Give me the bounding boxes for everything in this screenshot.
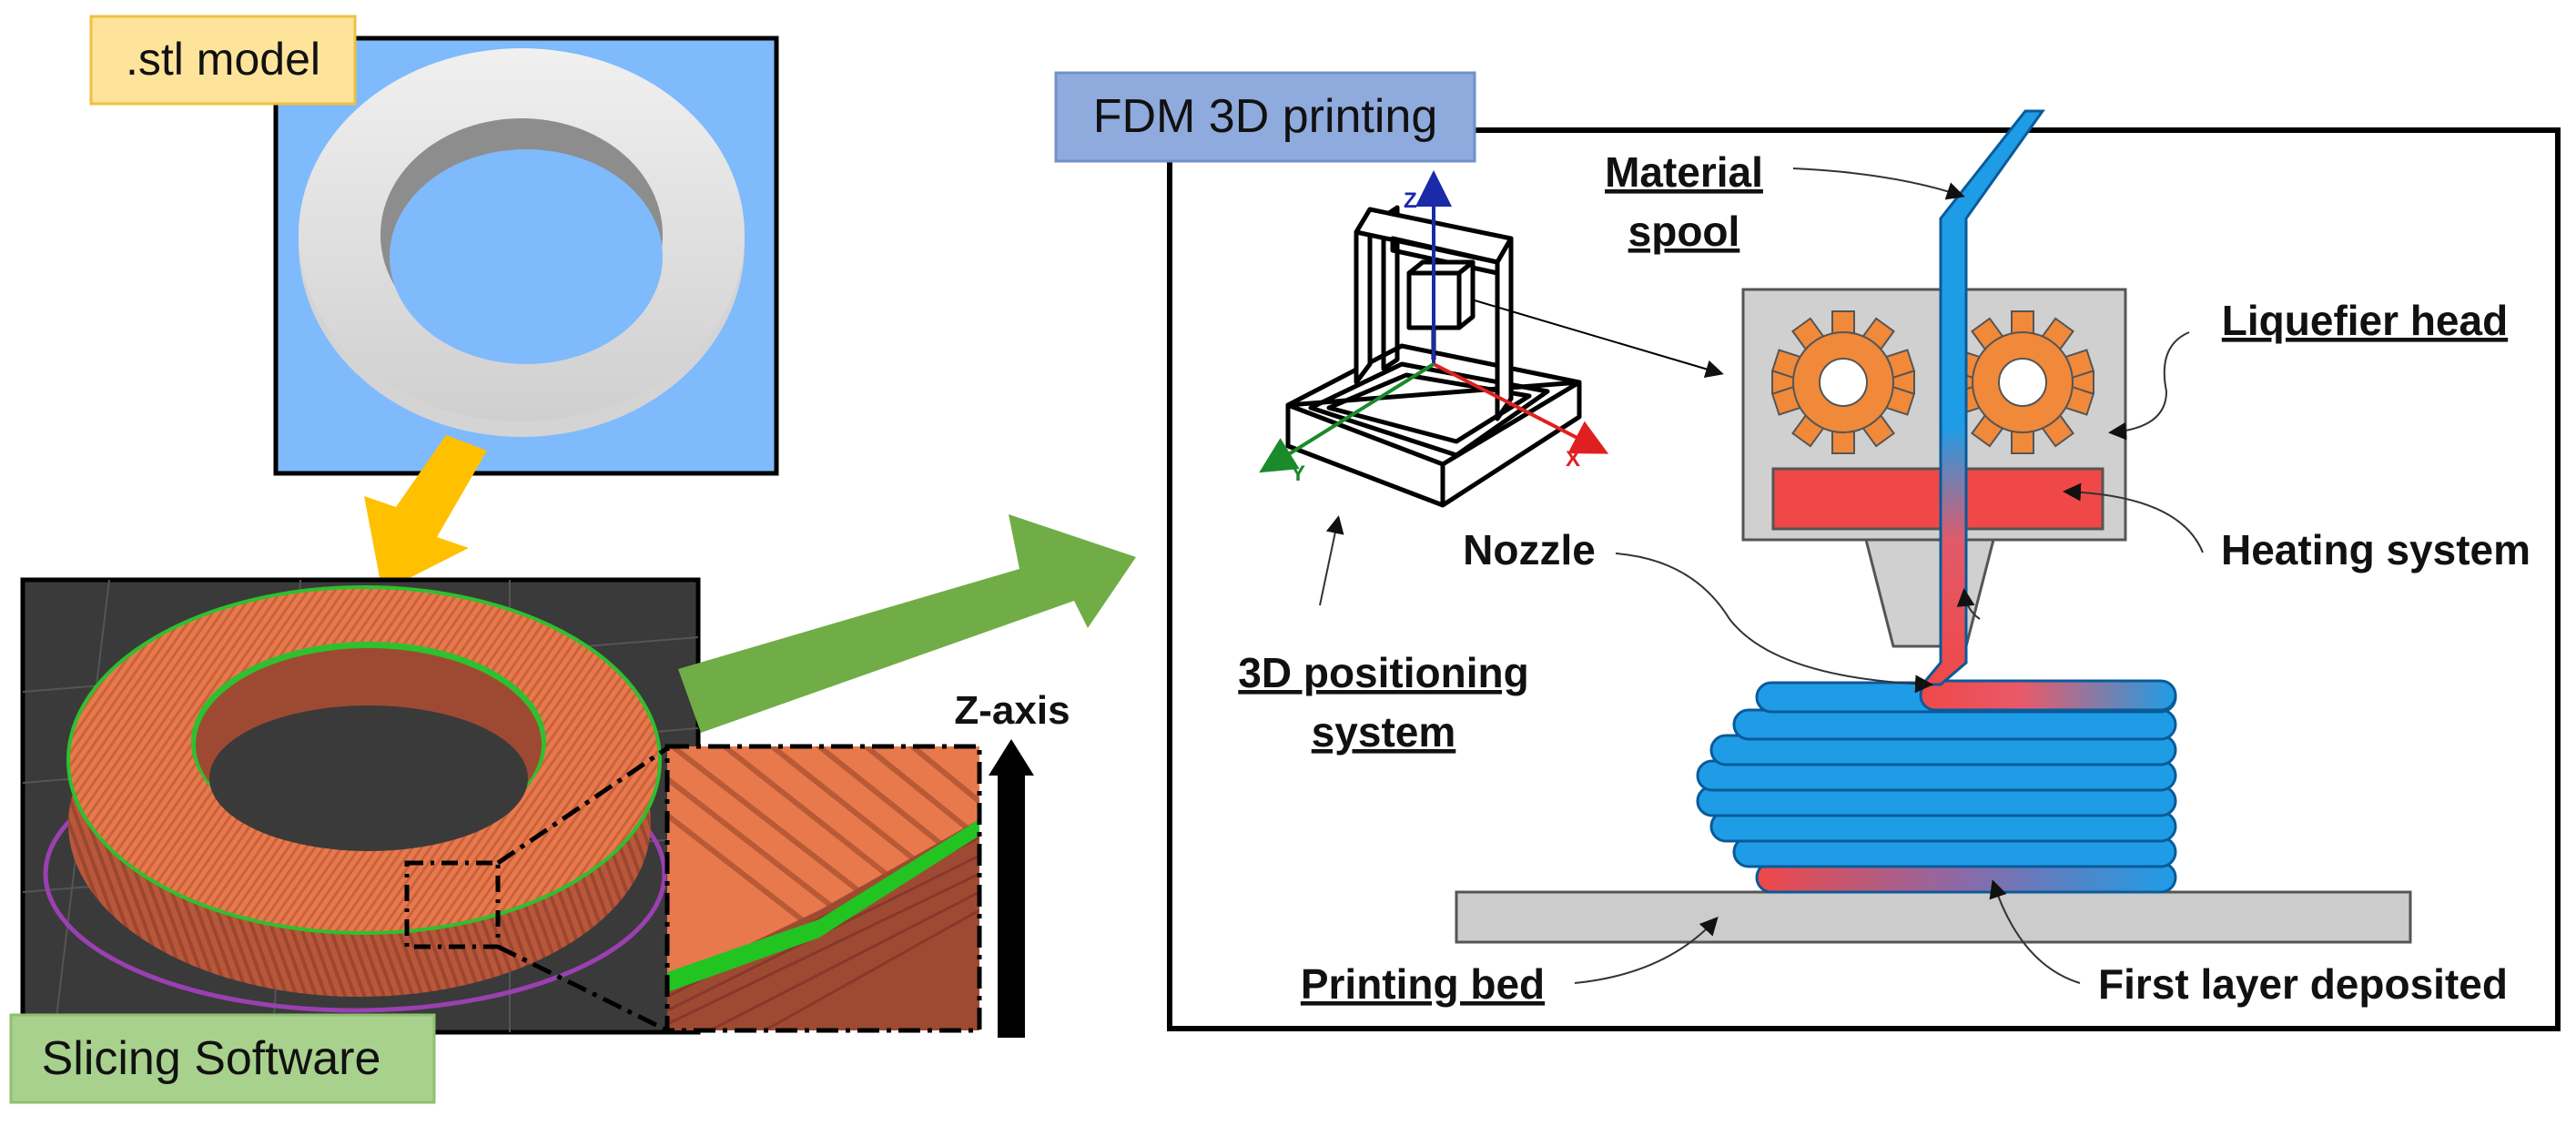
slicing-label-box: Slicing Software	[9, 1013, 436, 1104]
nozzle-pointer-2	[1956, 588, 1981, 620]
gear-left	[1770, 310, 1916, 454]
axis-z-label: Z	[1404, 188, 1417, 213]
material-spool-label-2: spool	[1628, 208, 1740, 255]
material-pointer	[1792, 167, 1965, 200]
printing-bed-label: Printing bed	[1301, 960, 1545, 1008]
printer-axes	[1259, 170, 1609, 473]
first-layer-label: First layer deposited	[2098, 960, 2508, 1008]
head-pointer-line	[1474, 299, 1724, 379]
liquefier-pointer	[2108, 331, 2190, 441]
slicing-label: Slicing Software	[42, 1032, 381, 1085]
z-axis-arrow: Z-axis	[954, 688, 1070, 1038]
bed-pointer	[1574, 917, 1719, 984]
stl-label-box: .stl model	[89, 15, 357, 106]
positioning-pointer	[1319, 515, 1344, 606]
filament	[1919, 109, 2045, 686]
positioning-label-2: system	[1312, 708, 1456, 756]
heating-pointer	[2063, 482, 2204, 553]
printer-sketch	[1285, 205, 1582, 508]
deposited-layers	[1696, 679, 2177, 894]
fdm-label-box: FDM 3D printing	[1054, 71, 1476, 163]
gear-right	[1950, 310, 2095, 454]
green-arrow	[678, 514, 1136, 733]
liquefier-head-label: Liquefier head	[2222, 297, 2508, 344]
heating-system-label: Heating system	[2221, 526, 2530, 573]
fdm-label: FDM 3D printing	[1093, 90, 1438, 143]
slicing-software-panel	[20, 577, 701, 1035]
heating-bar	[1771, 467, 2104, 531]
first-layer-pointer	[1989, 879, 2081, 984]
nozzle-label: Nozzle	[1463, 526, 1596, 573]
positioning-label-1: 3D positioning	[1238, 649, 1528, 696]
zoom-inset	[664, 744, 982, 1033]
stl-label: .stl model	[126, 34, 320, 85]
stl-model-panel	[273, 36, 779, 476]
z-axis-label: Z-axis	[954, 688, 1070, 733]
axis-y-label: Y	[1291, 462, 1305, 486]
yellow-arrow	[364, 435, 487, 592]
material-spool-label-1: Material	[1605, 148, 1763, 196]
axis-x-label: X	[1566, 447, 1580, 472]
printing-bed	[1455, 890, 2412, 944]
nozzle-pointer	[1615, 553, 1933, 694]
